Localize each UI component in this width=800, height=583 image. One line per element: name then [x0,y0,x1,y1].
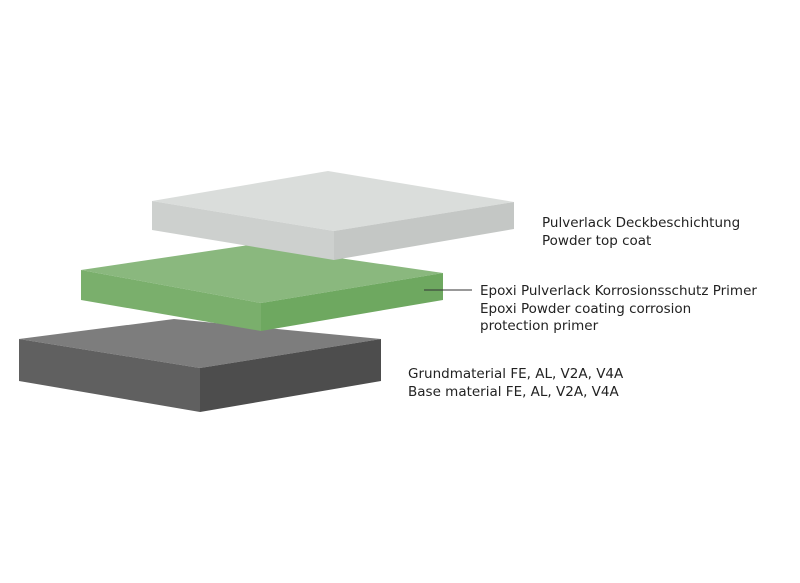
base-material-top-face [19,319,381,368]
primer-label-de: Epoxi Pulverlack Korrosionsschutz Primer [480,283,757,299]
primer-label-en-line2: protection primer [480,318,599,334]
base-material-slab [19,319,381,412]
base-material-label-de: Grundmaterial FE, AL, V2A, V4A [408,366,624,382]
primer-label-en-line1: Epoxi Powder coating corrosion [480,300,692,317]
top-coat-label-de: Pulverlack Deckbeschichtung [542,215,741,231]
primer-top-face [81,245,443,303]
top-coat-label: Pulverlack Deckbeschichtung Powder top c… [542,215,740,250]
primer-side-face [261,273,443,331]
top-coat-side-face [334,202,514,260]
base-material-front-face [19,339,200,412]
primer-slab [81,245,443,331]
primer-label: Epoxi Pulverlack Korrosionsschutz Primer… [480,283,757,336]
base-material-label: Grundmaterial FE, AL, V2A, V4A Base mate… [408,366,623,401]
primer-front-face [81,270,261,331]
top-coat-label-en: Powder top coat [542,232,652,249]
top-coat-front-face [152,201,334,260]
base-material-label-en: Base material FE, AL, V2A, V4A [408,383,619,400]
top-coat-top-face [152,171,514,231]
base-material-side-face [200,339,381,412]
top-coat-slab [152,171,514,260]
